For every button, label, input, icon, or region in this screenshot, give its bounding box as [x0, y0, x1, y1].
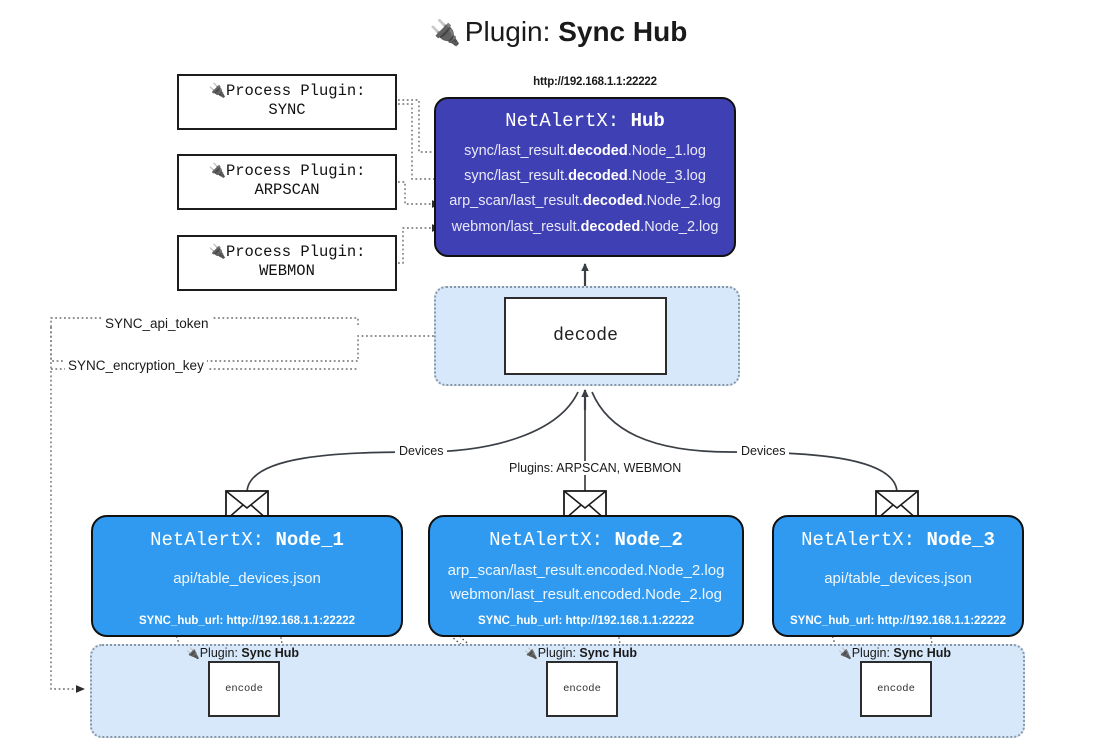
- node-title: NetAlertX: Node_2: [430, 529, 742, 551]
- process-plugin-webmon[interactable]: 🔌Process Plugin: WEBMON: [177, 235, 397, 291]
- node-title-prefix: NetAlertX:: [150, 529, 265, 551]
- edge-label-devices-left: Devices: [395, 444, 448, 458]
- log-pre: arp_scan/last_result.: [449, 193, 583, 210]
- plugin-caption-name: Sync Hub: [579, 646, 638, 660]
- log-pre: webmon/last_result.: [451, 218, 581, 235]
- plugin-caption-prefix: Plugin:: [851, 646, 890, 660]
- log-pre: sync/last_result.: [464, 168, 569, 185]
- plug-icon: 🔌: [524, 648, 538, 660]
- node-footer: SYNC_hub_url: http://192.168.1.1:22222: [789, 615, 1007, 627]
- process-plugin-label: Process Plugin:: [225, 243, 366, 261]
- encode-box-1[interactable]: encode: [208, 661, 280, 717]
- plugin-caption-2: 🔌Plugin: Sync Hub: [524, 646, 637, 660]
- hub-title: NetAlertX: Hub: [436, 110, 734, 132]
- node-title-prefix: NetAlertX:: [489, 529, 604, 551]
- node-2[interactable]: NetAlertX: Node_2 arp_scan/last_result.e…: [428, 515, 744, 637]
- sync-api-token-label: SYNC_api_token: [102, 316, 212, 331]
- node-1[interactable]: NetAlertX: Node_1 api/table_devices.json…: [91, 515, 403, 637]
- node-title-name: Node_3: [926, 529, 995, 551]
- plugin-caption-name: Sync Hub: [893, 646, 952, 660]
- hub-log-3: arp_scan/last_result.decoded.Node_2.log: [436, 189, 734, 214]
- process-plugin-arpscan[interactable]: 🔌Process Plugin: ARPSCAN: [177, 154, 397, 210]
- log-mid: decoded: [568, 143, 628, 159]
- node-footer: SYNC_hub_url: http://192.168.1.1:22222: [138, 615, 356, 627]
- node-title-prefix: NetAlertX:: [801, 529, 916, 551]
- sync-encryption-key-label: SYNC_encryption_key: [65, 358, 207, 373]
- plug-icon: 🔌: [838, 648, 852, 660]
- node-title-name: Node_2: [614, 529, 683, 551]
- node-title-name: Node_1: [275, 529, 344, 551]
- encode-box-3[interactable]: encode: [860, 661, 932, 717]
- node-line: arp_scan/last_result.encoded.Node_2.log: [447, 562, 725, 579]
- encode-box-2[interactable]: encode: [546, 661, 618, 717]
- node-title: NetAlertX: Node_3: [774, 529, 1022, 551]
- plugin-caption-3: 🔌Plugin: Sync Hub: [838, 646, 951, 660]
- log-mid: decoded: [582, 193, 643, 210]
- plug-icon: 🔌: [186, 648, 200, 660]
- title-prefix: Plugin:: [464, 16, 551, 47]
- hub-url-label: http://192.168.1.1:22222: [533, 76, 657, 88]
- process-plugin-label: Process Plugin:: [225, 82, 366, 100]
- plug-icon: 🔌: [208, 244, 226, 260]
- log-mid: decoded: [568, 168, 628, 185]
- log-post: .Node_2.log: [642, 193, 721, 210]
- process-plugin-name: SYNC: [268, 101, 306, 120]
- plugin-caption-prefix: Plugin:: [537, 646, 576, 660]
- hub-title-name: Hub: [630, 110, 665, 132]
- hub-node[interactable]: NetAlertX: Hub sync/last_result.decoded.…: [434, 97, 736, 257]
- title-name: Sync Hub: [558, 16, 688, 47]
- plugin-caption-1: 🔌Plugin: Sync Hub: [186, 646, 299, 660]
- process-plugin-name: ARPSCAN: [254, 181, 320, 200]
- hub-log-1: sync/last_result.decoded.Node_1.log: [436, 139, 734, 164]
- hub-title-prefix: NetAlertX:: [505, 110, 620, 132]
- process-plugin-sync[interactable]: 🔌Process Plugin: SYNC: [177, 74, 397, 130]
- hub-log-2: sync/last_result.decoded.Node_3.log: [436, 164, 734, 189]
- process-plugin-name: WEBMON: [259, 262, 315, 281]
- decode-box[interactable]: decode: [504, 297, 667, 375]
- hub-log-4: webmon/last_result.decoded.Node_2.log: [436, 215, 734, 240]
- log-mid: decoded: [580, 218, 641, 235]
- plug-icon: 🔌: [208, 163, 226, 179]
- plug-icon: 🔌: [208, 83, 226, 99]
- plugin-caption-prefix: Plugin:: [199, 646, 238, 660]
- page-title: 🔌Plugin: Sync Hub: [0, 16, 1117, 48]
- log-post: .Node_3.log: [627, 168, 706, 185]
- log-pre: sync/last_result.: [464, 143, 569, 159]
- edge-label-devices-right: Devices: [737, 444, 790, 458]
- plug-icon: 🔌: [429, 19, 461, 47]
- log-post: .Node_2.log: [640, 218, 719, 235]
- plugin-caption-name: Sync Hub: [241, 646, 300, 660]
- node-title: NetAlertX: Node_1: [93, 529, 401, 551]
- process-plugin-label: Process Plugin:: [225, 162, 366, 180]
- node-3[interactable]: NetAlertX: Node_3 api/table_devices.json…: [772, 515, 1024, 637]
- node-line: api/table_devices.json: [173, 570, 321, 587]
- node-line: api/table_devices.json: [824, 570, 972, 587]
- edge-label-plugins-center: Plugins: ARPSCAN, WEBMON: [505, 461, 686, 475]
- node-line: webmon/last_result.encoded.Node_2.log: [450, 586, 722, 604]
- log-post: .Node_1.log: [627, 143, 706, 159]
- node-footer: SYNC_hub_url: http://192.168.1.1:22222: [477, 615, 695, 627]
